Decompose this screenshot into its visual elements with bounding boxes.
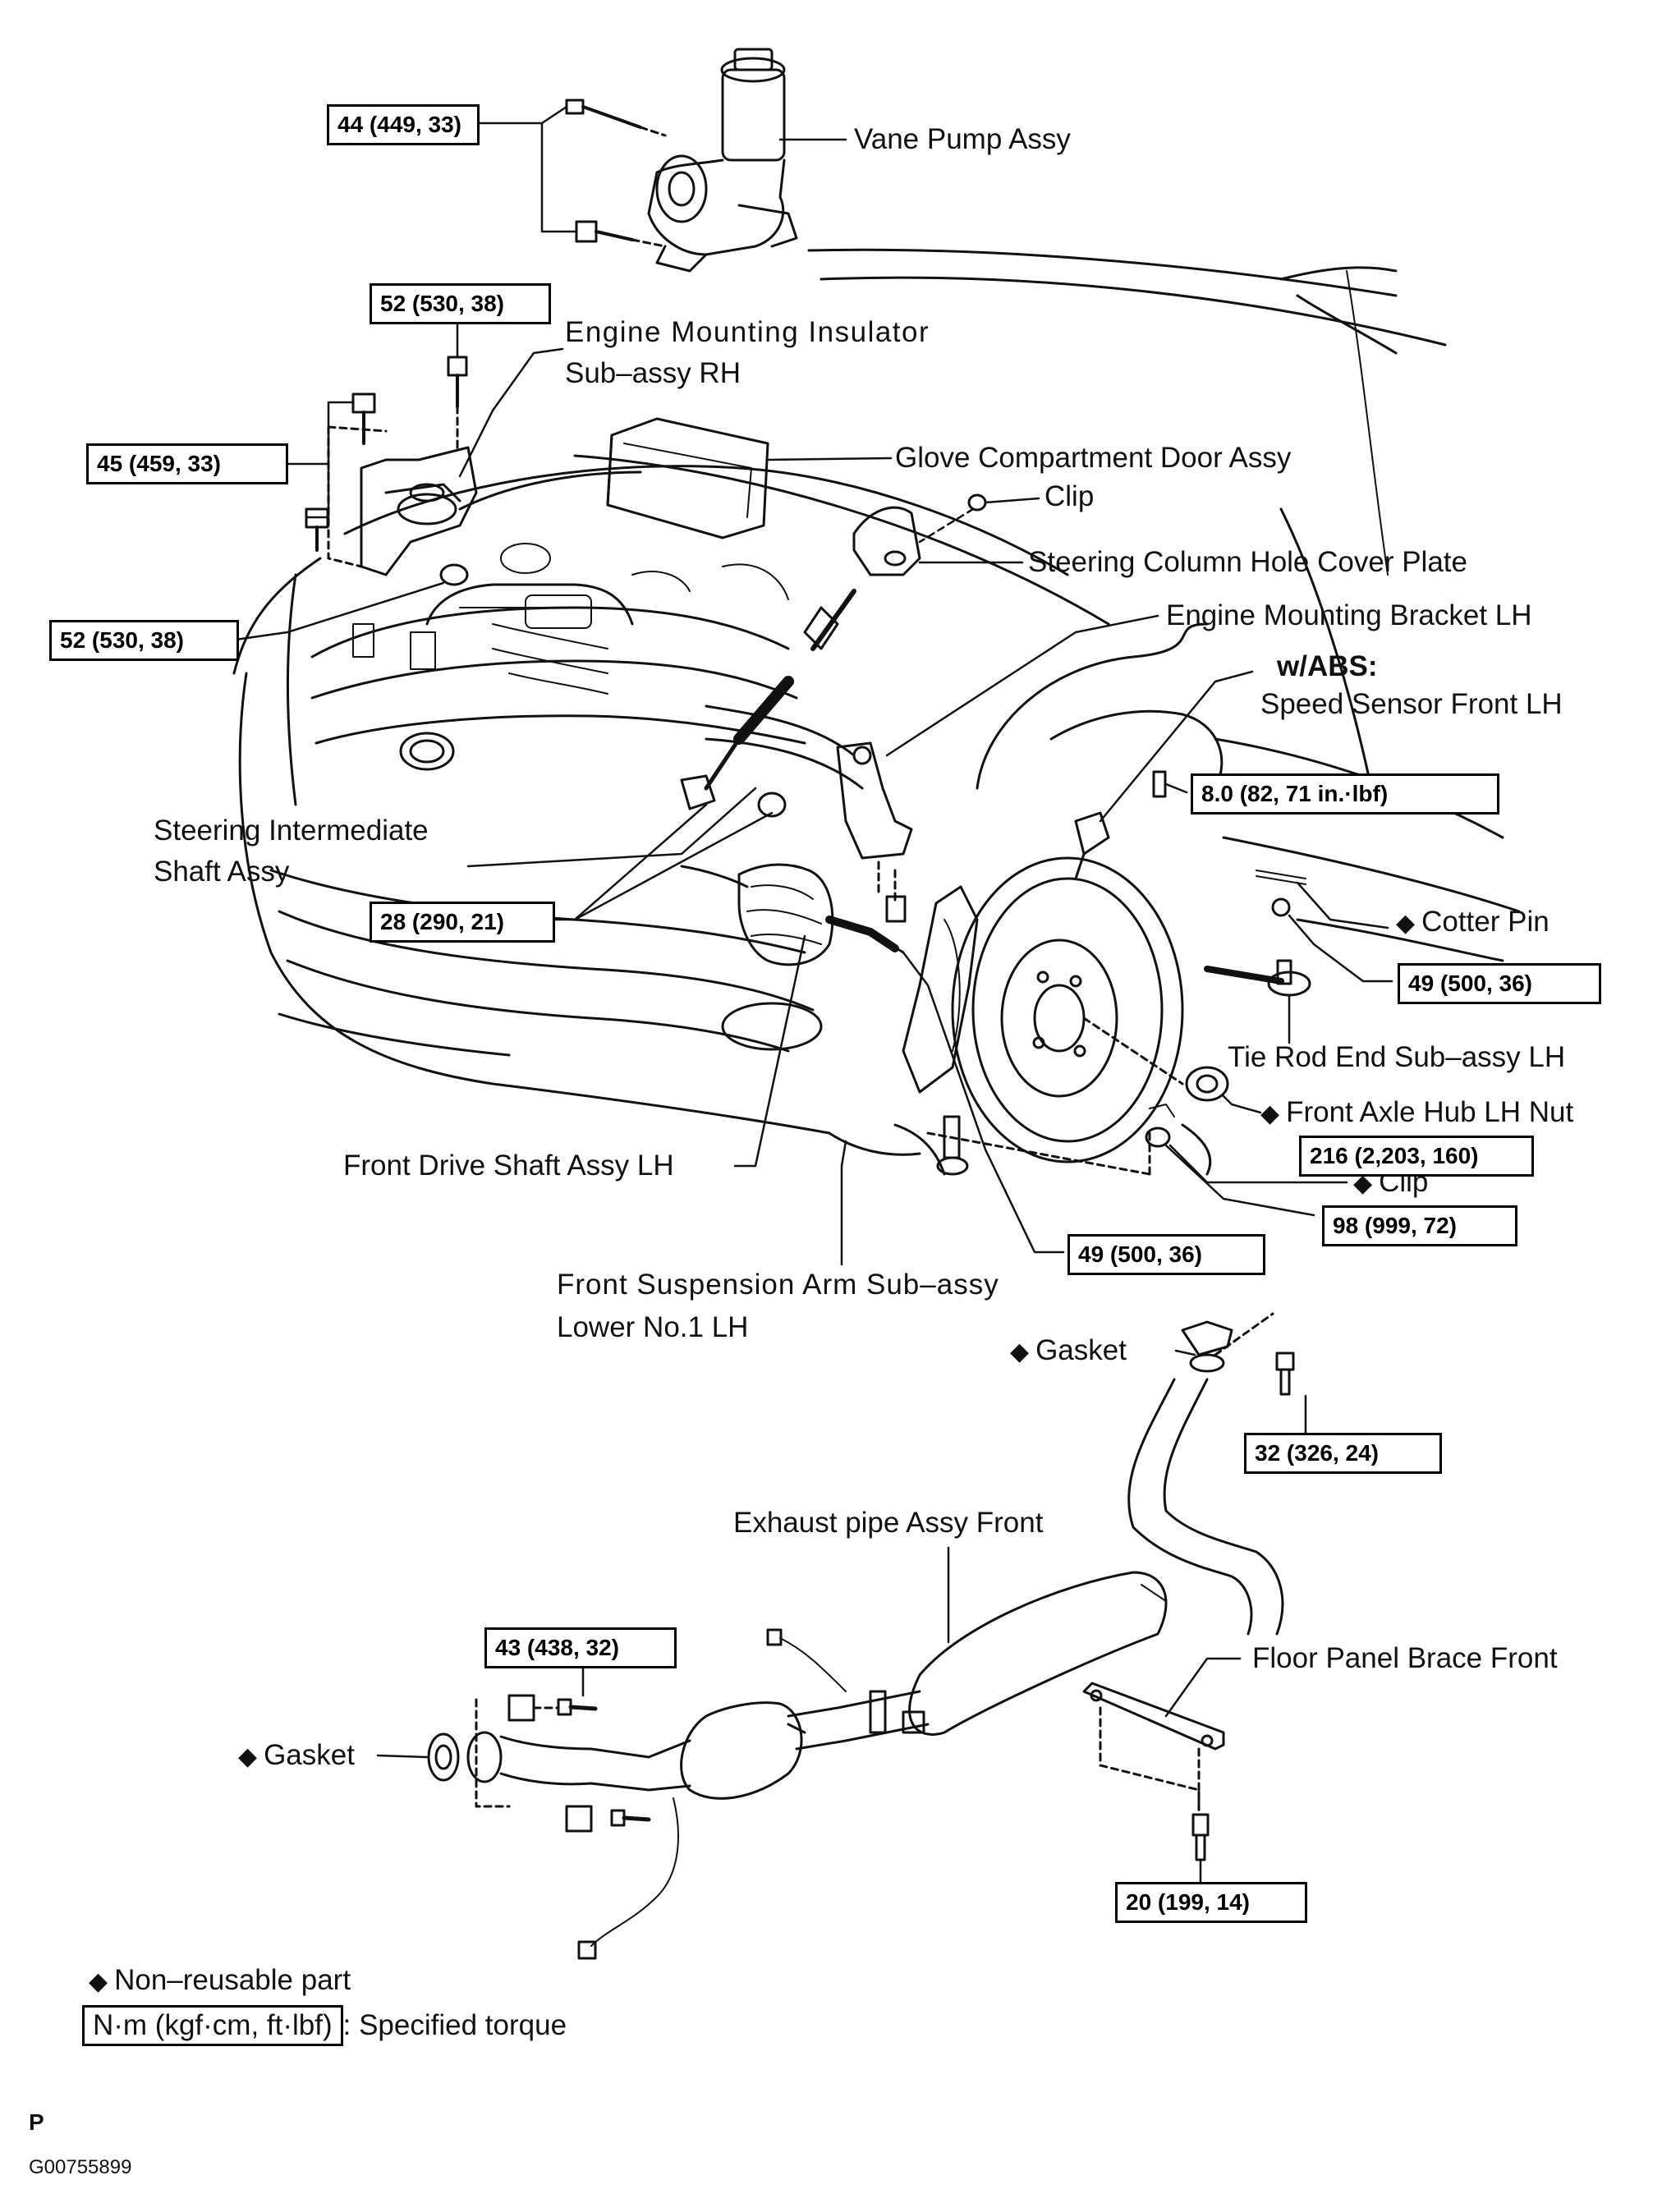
car-body-outline — [232, 248, 1521, 1176]
exhaust-pipe-drawing — [427, 1312, 1295, 1960]
engine-mount-insulator-drawing — [305, 356, 478, 586]
torque-box: 216 (2,203, 160) — [1299, 1136, 1534, 1177]
torque-box: 49 (500, 36) — [1398, 963, 1601, 1004]
torque-box: 32 (326, 24) — [1244, 1433, 1442, 1474]
label-cotter-pin-text: Cotter Pin — [1421, 906, 1550, 938]
label-clip-top: Clip — [1044, 480, 1095, 512]
legend-non-reusable-text: Non–reusable part — [114, 1964, 351, 1996]
figure-id: G00755899 — [29, 2156, 132, 2178]
label-gasket-top: ◆Gasket — [1010, 1334, 1127, 1369]
torque-box: 43 (438, 32) — [484, 1627, 677, 1668]
non-reusable-diamond-icon: ◆ — [1010, 1338, 1030, 1365]
label-axle-nut: ◆Front Axle Hub LH Nut — [1260, 1096, 1573, 1131]
non-reusable-diamond-icon: ◆ — [89, 1968, 108, 1995]
torque-box: 28 (290, 21) — [370, 902, 555, 943]
non-reusable-diamond-icon: ◆ — [1353, 1170, 1373, 1197]
torque-box: 52 (530, 38) — [49, 620, 239, 661]
label-glove-door: Glove Compartment Door Assy — [895, 442, 1292, 474]
label-steering-shaft-1: Steering Intermediate — [154, 815, 429, 847]
legend-non-reusable: ◆Non–reusable part — [89, 1964, 351, 1999]
label-gasket-top-text: Gasket — [1035, 1334, 1127, 1366]
torque-box: 52 (530, 38) — [370, 283, 551, 324]
non-reusable-diamond-icon: ◆ — [1396, 910, 1416, 937]
page-letter: P — [29, 2109, 44, 2135]
brake-disc-drawing — [893, 770, 1311, 1176]
label-engine-bracket-lh: Engine Mounting Bracket LH — [1166, 599, 1532, 631]
label-engine-mount-insulator-1: Engine Mounting Insulator — [565, 316, 930, 348]
non-reusable-diamond-icon: ◆ — [1260, 1100, 1280, 1127]
label-steering-cover: Steering Column Hole Cover Plate — [1028, 546, 1467, 578]
torque-box: 45 (459, 33) — [86, 443, 288, 484]
torque-box: 20 (199, 14) — [1115, 1882, 1307, 1923]
label-cotter-pin: ◆Cotter Pin — [1396, 906, 1550, 940]
torque-box: 98 (999, 72) — [1322, 1205, 1517, 1246]
legend-torque: N·m (kgf·cm, ft·lbf): Specified torque — [82, 2005, 567, 2046]
steering-shaft-drawing — [680, 589, 856, 818]
vane-pump-assy-drawing — [565, 48, 798, 273]
legend-torque-unit: N·m (kgf·cm, ft·lbf) — [82, 2005, 343, 2046]
leader-lines — [228, 105, 1393, 1886]
label-engine-mount-insulator-2: Sub–assy RH — [565, 357, 741, 389]
engine-bracket-lh-drawing — [836, 741, 913, 923]
label-vane-pump: Vane Pump Assy — [854, 123, 1071, 155]
label-axle-nut-text: Front Axle Hub LH Nut — [1286, 1096, 1574, 1128]
label-floor-brace: Floor Panel Brace Front — [1252, 1642, 1558, 1674]
glove-compartment-door-drawing — [606, 417, 769, 539]
label-steering-shaft-2: Shaft Assy — [154, 856, 290, 888]
legend-torque-desc: : Specified torque — [342, 2009, 567, 2041]
torque-box: 44 (449, 33) — [327, 104, 480, 145]
label-gasket-left: ◆Gasket — [238, 1739, 355, 1774]
label-drive-shaft: Front Drive Shaft Assy LH — [343, 1150, 674, 1182]
non-reusable-diamond-icon: ◆ — [238, 1743, 258, 1770]
label-susp-arm-2: Lower No.1 LH — [557, 1311, 749, 1343]
label-susp-arm-1: Front Suspension Arm Sub–assy — [557, 1269, 999, 1301]
label-gasket-left-text: Gasket — [264, 1739, 355, 1771]
label-wabs: w/ABS: — [1277, 650, 1378, 682]
label-tie-rod: Tie Rod End Sub–assy LH — [1228, 1041, 1566, 1073]
label-speed-sensor: Speed Sensor Front LH — [1260, 688, 1563, 720]
torque-box: 49 (500, 36) — [1067, 1234, 1265, 1275]
torque-box: 8.0 (82, 71 in.·lbf) — [1191, 773, 1499, 815]
front-drive-shaft-drawing — [680, 863, 905, 966]
label-exhaust-pipe: Exhaust pipe Assy Front — [733, 1507, 1044, 1539]
